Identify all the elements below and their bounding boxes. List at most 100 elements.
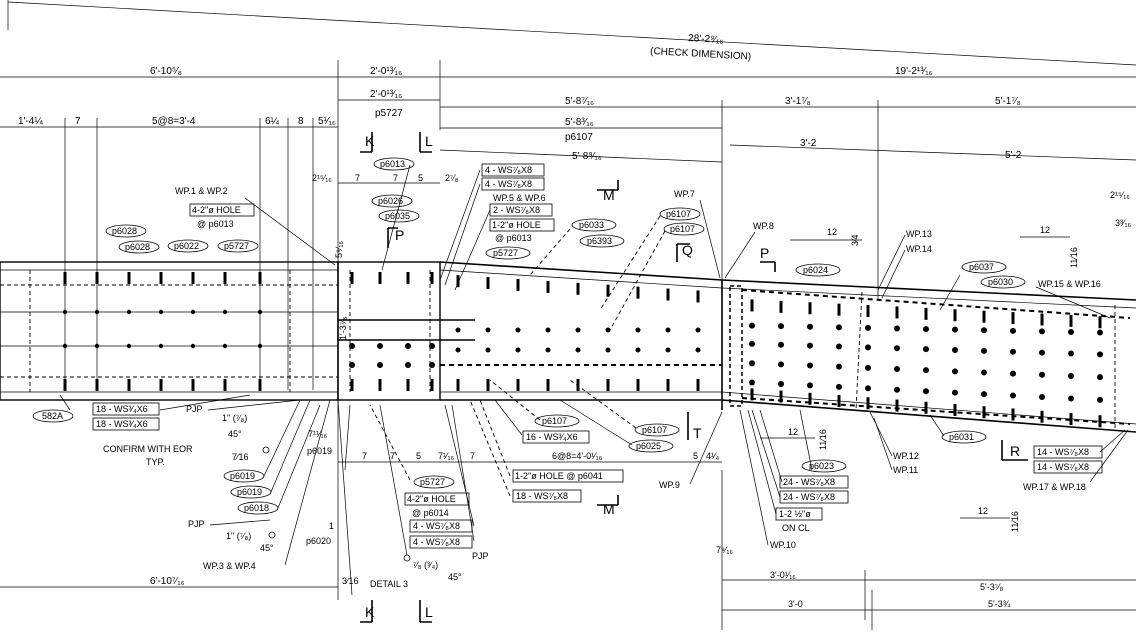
weld-notes: PJP 1" (⁷⁄₈) 45° 7⁄16 CONFIRM WITH EOR T… [103,399,489,589]
stud [924,401,928,414]
work-points: WP.1 & WP.2 WP.5 & WP.6 WP.7 WP.8 WP.13 … [175,186,1101,571]
bolt [1010,327,1016,334]
stud [1069,412,1073,425]
weld-24ws-b: 24 - WS⁷⁄₈X8 [783,492,835,502]
slope-34: 3⁄4 [850,234,860,246]
mark-p6031: p6031 [949,432,974,442]
bolt [605,347,611,353]
stud [837,303,841,316]
bolt [190,343,196,349]
wp-3-4: WP.3 & WP.4 [203,561,256,571]
label-p5727-top: p5727 [375,108,403,119]
slope-12-d: 12 [978,506,988,516]
hole-1-2-p6041: 1-2"ø HOLE @ p6041 [515,471,603,481]
mark-p6107-a: p6107 [666,209,691,219]
stud [456,379,460,391]
bolt [1010,348,1016,355]
stud [837,395,841,408]
bot-row-5: 7 [470,451,475,461]
mark-p6026: p6026 [378,196,403,206]
bolt [605,327,611,333]
stud [779,390,783,403]
dim-row-mid-0: 2¹⁵⁄₁₆ [312,173,332,183]
stud [516,278,520,291]
stud [808,392,812,405]
bolt [923,326,929,333]
dim-row-left-1: 7 [75,116,81,127]
mark-p6023: p6023 [809,461,834,471]
weld-4ws-a: 4 - WS⁷⁄₈X8 [485,165,532,175]
bolt [455,347,461,353]
mark-p6107-d: p6107 [642,425,667,435]
dim-r1: 5'-8⁷⁄₁₆ [565,96,594,107]
bolt [635,347,641,353]
stud [982,310,986,323]
bolt [807,382,813,389]
bot-r-0: 5 [693,451,698,461]
bolt [749,322,755,329]
bolt [575,347,581,353]
stud [1040,410,1044,423]
bot-r4: 5'-3¾ [988,599,1011,609]
section-P-right: P [760,245,769,261]
hole-at-p6013-a: @ p6013 [197,219,234,229]
bolt [158,309,164,315]
bolt [981,391,987,398]
bolt [349,362,355,368]
bolt [1068,395,1074,402]
bolt [62,343,68,349]
stud [866,305,870,318]
mark-p6033: p6033 [579,220,604,230]
bolt [1097,374,1103,381]
stud [666,288,670,301]
stud [406,272,410,284]
dim-row-mid: 2¹⁵⁄₁₆ 7 7 5 2⁷⁄₈ 5⁹⁄₁₆ 1'-3⁷⁄₈ [312,173,459,340]
dim-r9: 3³⁄₁₆ [1115,218,1132,228]
stud [895,399,899,412]
bolt [190,309,196,315]
weld-4ws-d: 4 - WS⁷⁄₈X8 [413,537,460,547]
bolt [778,323,784,330]
hole-4-2-b: 4-2"ø HOLE [407,494,456,504]
detail-3: DETAIL 3 [370,579,408,589]
bolt [952,326,958,333]
frac716-a: 7⁄16 [232,452,249,462]
dim-mid-b: 2'-0¹³⁄₁₆ [370,89,402,100]
bottom-dimensions: 7¹¹⁄₁₆ 7 7 5 7¹⁄₁₆ 7 6@8=4'-0¹⁄₁₆ 5 4¹⁄₄… [0,429,1136,630]
bolt [545,327,551,333]
section-R: R [1010,443,1020,459]
bot-row-0: 7¹¹⁄₁₆ [308,429,328,439]
stud [223,272,227,284]
stud [95,379,99,391]
stud [750,388,754,401]
weld-4ws-b: 4 - WS⁷⁄₈X8 [485,179,532,189]
bolt [952,368,958,375]
stud [95,272,99,284]
bot-row-2: 7 [390,451,395,461]
dim-row-left-3: 6¼ [265,115,280,127]
dim-row-mid-2: 7 [393,173,398,183]
typ-note: TYP. [146,457,165,467]
dim-row-4: 5'-8⁹⁄₁₆ 3'-2 5'-2 2¹⁵⁄₁₆ 3³⁄₁₆ [439,138,1136,228]
bolt [94,343,100,349]
frac78: ⁷⁄₈ (³⁄₄) [413,560,438,570]
dim-side-b: 1'-3⁷⁄₈ [338,317,348,340]
dim-row-left-4: 8 [298,116,304,127]
mark-p6025: p6025 [636,441,661,451]
beam-sloped-segment [439,261,1136,433]
stud [546,379,550,391]
dim-row-mid-3: 5 [418,173,423,183]
hole-at-p6014: @ p6014 [412,508,449,518]
stud [430,272,434,284]
section-M-top: M [603,187,615,203]
weld-18ws34-a: 18 - WS³⁄₄X6 [96,404,148,414]
bot-row-1: 7 [362,451,367,461]
weld-2ws: 2 - WS⁷⁄₈X8 [493,205,540,215]
mark-p6393: p6393 [587,236,612,246]
stud [576,379,580,391]
overall-dim-text: 28'-2⁹⁄₁₆ [688,33,724,46]
stud [576,282,580,295]
mark-p6013: p6013 [380,159,405,169]
weld-14ws-a: 14 - WS⁷⁄₈X8 [1037,447,1089,457]
hole-1-2-a: 1-2"ø HOLE [492,220,541,230]
